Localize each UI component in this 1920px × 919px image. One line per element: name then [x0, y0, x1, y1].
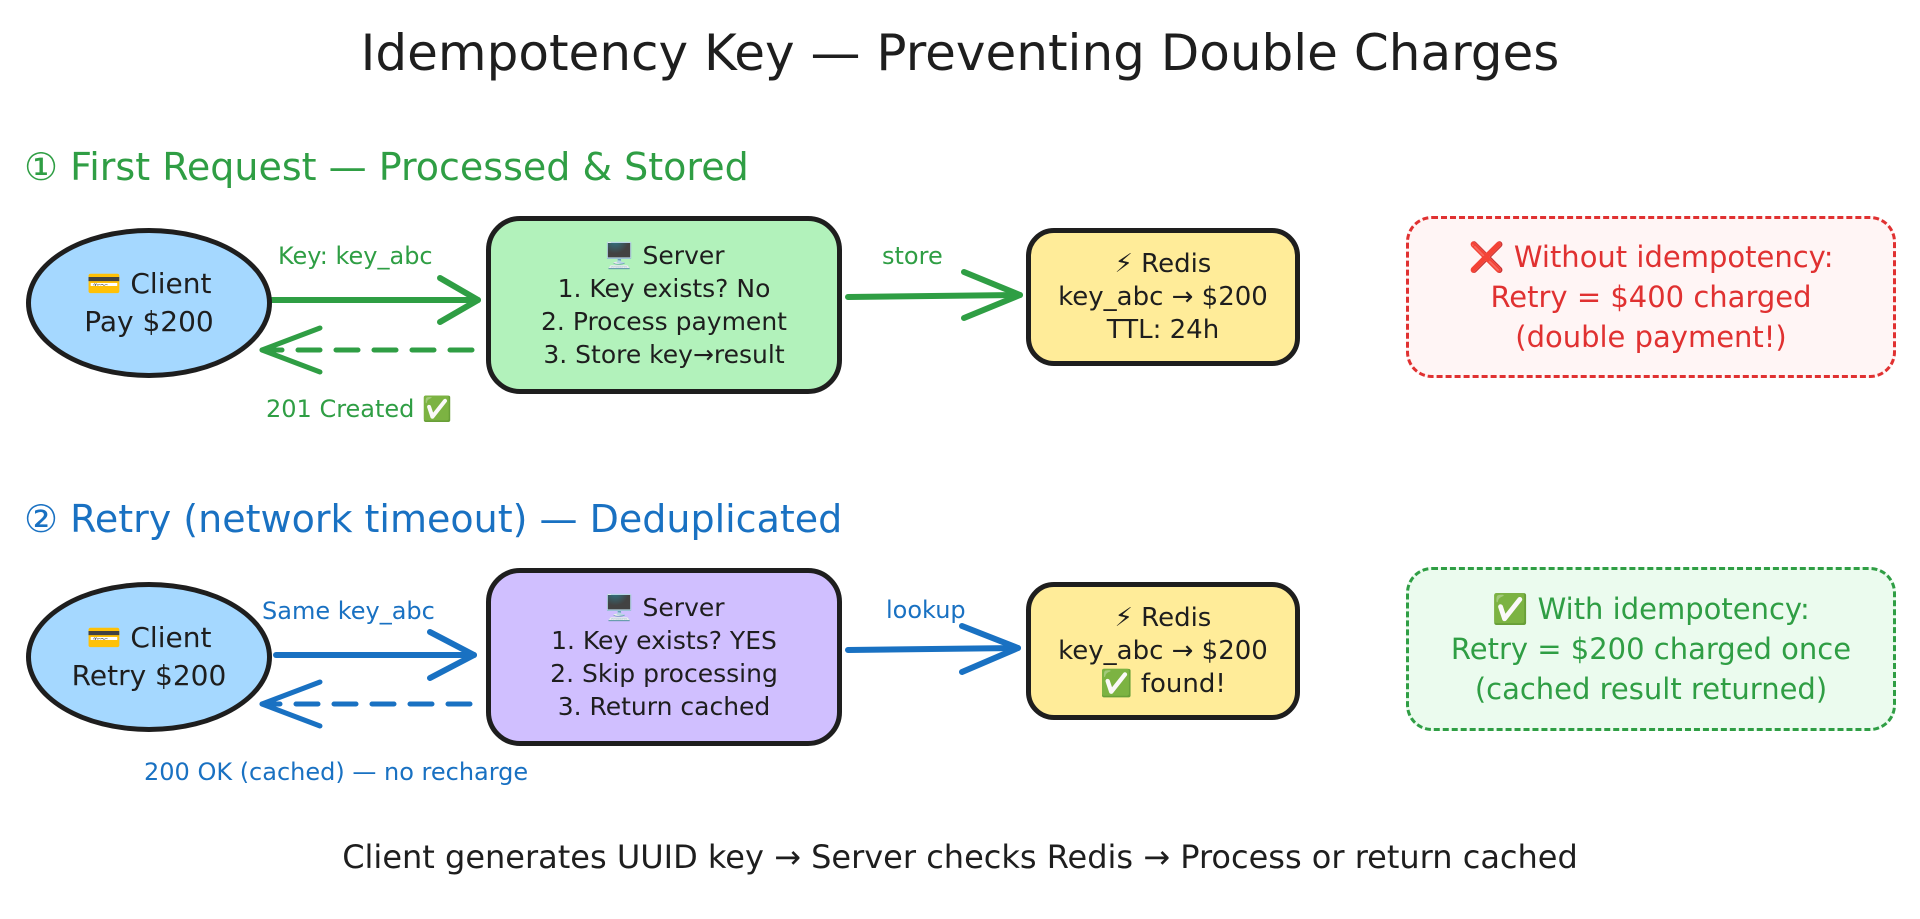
- server-step: 2. Process payment: [541, 307, 787, 336]
- response-label-2: 200 OK (cached) — no recharge: [144, 758, 529, 786]
- note-line: (double payment!): [1515, 320, 1787, 354]
- flow-summary: Client generates UUID key → Server check…: [342, 838, 1578, 876]
- credit-card-icon: 💳: [86, 267, 122, 300]
- lightning-icon: ⚡: [1114, 248, 1133, 279]
- lightning-icon: ⚡: [1114, 602, 1133, 633]
- response-arrow-1: [259, 325, 475, 375]
- server-label: Server: [642, 593, 725, 622]
- client-label: Client: [130, 267, 212, 300]
- lookup-arrow: [845, 623, 1021, 675]
- check-icon: ✅: [1492, 592, 1529, 626]
- request-arrow-2: [273, 629, 477, 681]
- credit-card-icon: 💳: [86, 621, 122, 654]
- redis-node-2: ⚡ Redis key_abc → $200 ✅ found!: [1026, 582, 1300, 720]
- request-label-1: Key: key_abc: [278, 242, 433, 270]
- note-line: Retry = $200 charged once: [1450, 632, 1852, 666]
- server-step: 1. Key exists? No: [557, 274, 771, 303]
- store-arrow: [845, 269, 1023, 321]
- response-label-1: 201 Created ✅: [266, 395, 452, 423]
- redis-label: Redis: [1141, 602, 1212, 633]
- client-node-1: 💳 Client Pay $200: [26, 228, 272, 378]
- redis-node-1: ⚡ Redis key_abc → $200 TTL: 24h: [1026, 228, 1300, 366]
- request-arrow-1: [269, 275, 481, 325]
- server-node-2: 🖥️ Server 1. Key exists? YES 2. Skip pro…: [486, 568, 842, 746]
- note-heading: Without idempotency:: [1513, 240, 1834, 274]
- client-action: Retry $200: [71, 659, 227, 692]
- cross-icon: ❌: [1468, 240, 1505, 274]
- diagram-title: Idempotency Key — Preventing Double Char…: [360, 24, 1560, 82]
- redis-label: Redis: [1141, 248, 1212, 279]
- request-label-2: Same key_abc: [262, 597, 435, 625]
- store-label: store: [882, 242, 943, 270]
- redis-line: key_abc → $200: [1058, 281, 1268, 312]
- redis-line: TTL: 24h: [1106, 314, 1220, 345]
- note-line: Retry = $400 charged: [1490, 280, 1812, 314]
- client-node-2: 💳 Client Retry $200: [26, 582, 272, 732]
- response-arrow-2: [259, 679, 473, 729]
- note-heading: With idempotency:: [1537, 592, 1810, 626]
- server-node-1: 🖥️ Server 1. Key exists? No 2. Process p…: [486, 216, 842, 394]
- server-step: 1. Key exists? YES: [551, 626, 777, 655]
- note-with-idempotency: ✅ With idempotency: Retry = $200 charged…: [1406, 567, 1896, 731]
- section2-heading: ② Retry (network timeout) — Deduplicated: [24, 497, 843, 541]
- redis-line: key_abc → $200: [1058, 635, 1268, 666]
- redis-line: ✅ found!: [1100, 668, 1226, 699]
- computer-icon: 🖥️: [603, 593, 635, 622]
- client-action: Pay $200: [84, 305, 214, 338]
- note-line: (cached result returned): [1474, 672, 1828, 706]
- server-step: 2. Skip processing: [550, 659, 778, 688]
- server-step: 3. Return cached: [557, 692, 771, 721]
- client-label: Client: [130, 621, 212, 654]
- computer-icon: 🖥️: [603, 241, 635, 270]
- server-label: Server: [642, 241, 725, 270]
- server-step: 3. Store key→result: [543, 340, 785, 369]
- note-without-idempotency: ❌ Without idempotency: Retry = $400 char…: [1406, 216, 1896, 378]
- lookup-label: lookup: [886, 596, 966, 624]
- section1-heading: ① First Request — Processed & Stored: [24, 145, 749, 189]
